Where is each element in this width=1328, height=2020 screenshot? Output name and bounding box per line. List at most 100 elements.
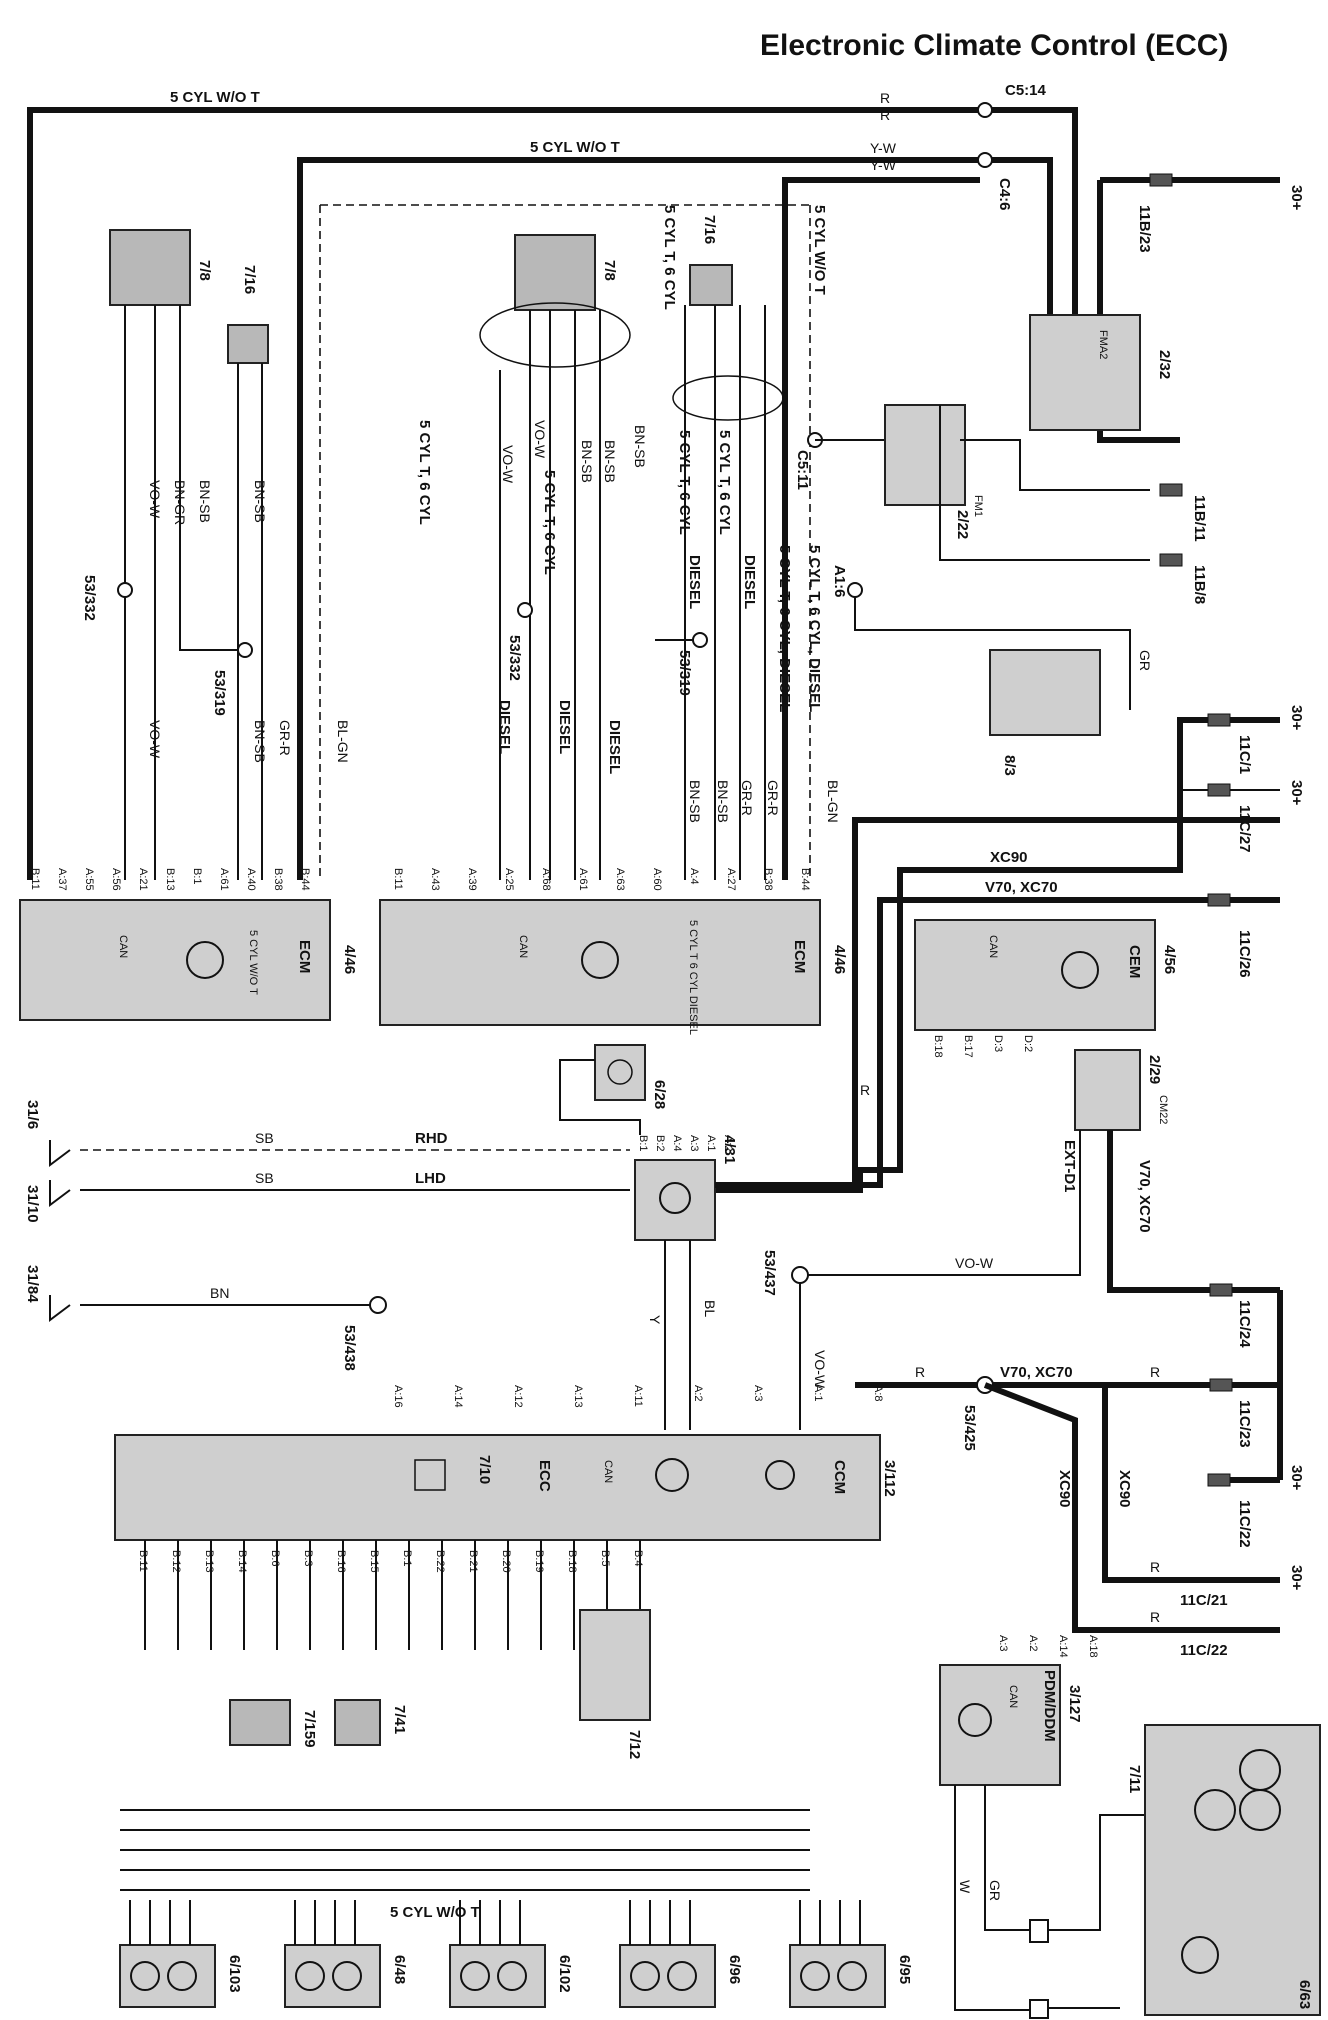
label-c46: C4:6 — [996, 178, 1013, 211]
ccm-top-pin-3: A:13 — [572, 1385, 584, 1408]
actuator-6-63 — [1144, 1724, 1321, 2016]
ccm-top-pin-1: A:14 — [452, 1385, 464, 1408]
ccm-bottom-wires — [120, 1540, 810, 1891]
label-bn: BN — [210, 1285, 229, 1301]
label-gr: GR — [1137, 650, 1153, 671]
wire-11c21 — [1102, 1385, 1280, 1583]
label-v70-c: V70, XC70 — [1000, 1364, 1073, 1381]
ecm-a-pin-2: A:55 — [83, 868, 95, 891]
label-yw-1: Y-W — [870, 140, 897, 156]
connector-pdm-3 — [1029, 1919, 1049, 1943]
pdm-pin-3: A:18 — [1087, 1635, 1099, 1658]
ecm-b-pin-0: B:11 — [392, 868, 404, 890]
label-7-16a: 7/16 — [241, 265, 258, 294]
wire-6-28 — [559, 1059, 641, 1135]
label-can-pdm: CAN — [1007, 1685, 1019, 1708]
ccm-bottom-pin-10: B:21 — [467, 1550, 479, 1573]
label-diesel-b2: DIESEL — [686, 555, 703, 609]
label-vow-b2: VO-W — [532, 420, 548, 459]
ecm-b-pin-5: A:61 — [577, 868, 589, 891]
label-c6_102: 6/102 — [556, 1955, 573, 1993]
cem-module-4-56 — [914, 919, 1156, 1031]
ccm-bottom-pin-11: B:20 — [500, 1550, 512, 1573]
ccm-bottom-pin-14: B:5 — [599, 1550, 611, 1567]
label-bnsb-c2: BN-SB — [715, 780, 731, 823]
label-c6_95: 6/95 — [896, 1955, 913, 1984]
label-5cyl-wot-2: 5 CYL W/O T — [530, 139, 620, 156]
label-fm1: FM1 — [972, 495, 984, 517]
actuator-c6_103-motor-icon — [167, 1961, 197, 1991]
connector-a16 — [847, 582, 863, 598]
label-vow-a: VO-W — [147, 480, 163, 519]
label-2-22: 2/22 — [954, 510, 971, 539]
label-blgn-a: BL-GN — [335, 720, 351, 763]
label-5cyl-wot-bottom: 5 CYL W/O T — [390, 1904, 480, 1921]
temp-sensor-7-16b — [689, 264, 733, 306]
diagram-title: Electronic Climate Control (ECC) — [760, 29, 1228, 62]
label-5cyl-t6-b2: 5 CYL T, 6 CYL — [676, 430, 693, 535]
label-bnsb-a2: BN-SB — [252, 480, 268, 523]
label-vow-ccm: VO-W — [812, 1350, 828, 1389]
label-11c1: 11C/1 — [1236, 735, 1253, 774]
label-diesel-c2: DIESEL — [556, 700, 573, 754]
actuator-c6_96-logo-icon — [630, 1961, 660, 1991]
label-c6_103: 6/103 — [226, 1955, 243, 1993]
label-11c27: 11C/27 — [1236, 805, 1253, 853]
ecm-a-pin-10: B:44 — [299, 868, 311, 891]
label-8-3: 8/3 — [1001, 755, 1018, 776]
label-5cyl-wot-vert: 5 CYL W/O T — [811, 205, 828, 295]
ground-symbols — [49, 1140, 71, 1322]
actuator-c6_102-motor-icon — [497, 1961, 527, 1991]
ccm-bottom-pin-8: B:1 — [401, 1550, 413, 1567]
label-7-8b: 7/8 — [601, 260, 618, 281]
actuator-c6_103-logo-icon — [130, 1961, 160, 1991]
label-30plus-5: 30+ — [1288, 1565, 1305, 1591]
ccm-top-pin-4: A:11 — [632, 1385, 644, 1407]
relay-2-22 — [884, 404, 966, 506]
module-4-31-pin-1: B:2 — [654, 1135, 666, 1152]
fuse-11c1 — [1207, 713, 1231, 727]
wire-bnsb-a — [179, 305, 245, 651]
ccm-top-pin-5: A:2 — [692, 1385, 704, 1402]
lamp-6-63-icon — [1181, 1936, 1219, 1974]
splice-53-438 — [369, 1296, 387, 1314]
label-31-6: 31/6 — [24, 1100, 41, 1129]
wire-c46 — [980, 157, 1053, 320]
splice-53-332a — [117, 582, 133, 598]
twist-loop-right — [672, 375, 784, 421]
wire-4-31-r — [715, 817, 1280, 1188]
cem-pin-2: D:3 — [992, 1035, 1004, 1052]
motor-6-28 — [594, 1044, 646, 1101]
label-v70-b: V70, XC70 — [1136, 1160, 1153, 1233]
ecm-a-logo-icon — [186, 941, 224, 979]
motor-6-28-icon — [607, 1059, 633, 1085]
label-r-6: R — [1150, 1559, 1160, 1575]
ecm-b-pin-1: A:43 — [429, 868, 441, 891]
label-53-437: 53/437 — [761, 1250, 778, 1296]
label-gr-2: GR — [987, 1880, 1003, 1901]
cem-pin-1: B:17 — [962, 1035, 974, 1058]
label-r-5: R — [1150, 1364, 1160, 1380]
label-5cyl-t6-diesel-b: 5 CYL T, 6 CYL, DIESEL — [806, 545, 823, 712]
cem-pin-3: D:2 — [1022, 1035, 1034, 1052]
actuator-c6_95-logo-icon — [800, 1961, 830, 1991]
ecm-a-pin-3: A:56 — [110, 868, 122, 891]
label-a16: A1:6 — [831, 565, 848, 598]
label-30plus-4: 30+ — [1288, 1465, 1305, 1491]
cem-logo-icon — [1061, 951, 1099, 989]
ecm-a-pin-7: A:61 — [218, 868, 230, 891]
ccm-top-pin-6: A:3 — [752, 1385, 764, 1402]
label-31-10: 31/10 — [24, 1185, 41, 1223]
actuator-c6_48-leads — [294, 1900, 356, 1945]
label-53-332b: 53/332 — [506, 635, 523, 681]
ccm-bottom-pin-1: B:12 — [170, 1550, 182, 1573]
label-r-1: R — [880, 90, 890, 106]
label-xc90-c: XC90 — [1116, 1470, 1133, 1508]
label-bnsb-b: BN-SB — [579, 440, 595, 483]
label-ecc: ECC — [536, 1460, 553, 1492]
wire-c511-relay — [815, 420, 891, 441]
label-bnsb-c: BN-SB — [687, 780, 703, 823]
